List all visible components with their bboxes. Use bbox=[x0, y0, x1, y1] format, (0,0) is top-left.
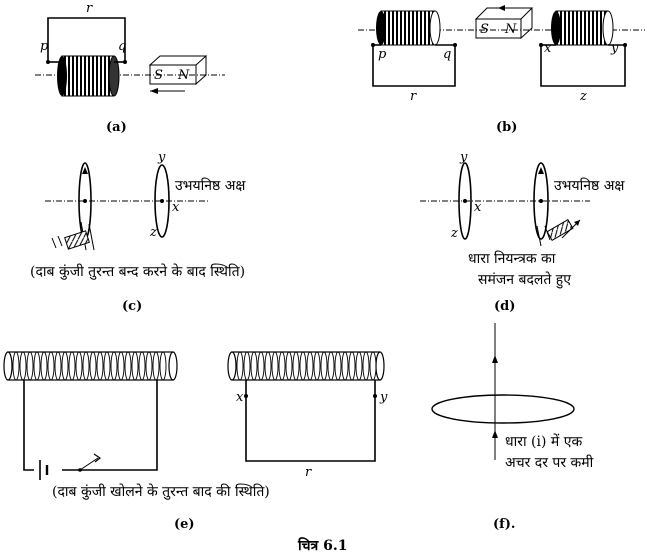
solenoid-turn bbox=[257, 351, 265, 381]
solenoid-turn bbox=[306, 351, 314, 381]
solenoid-turn bbox=[327, 351, 335, 381]
solenoid-e-left bbox=[3, 351, 178, 381]
label-a-n: N bbox=[177, 68, 190, 83]
label-b-s: S bbox=[480, 22, 489, 37]
caption-c: (c) bbox=[122, 299, 142, 314]
solenoid-turn bbox=[341, 351, 349, 381]
solenoid-turn bbox=[103, 351, 111, 381]
label-b-n: N bbox=[504, 22, 517, 37]
solenoid-e-right bbox=[227, 351, 385, 381]
solenoid-turn bbox=[75, 351, 83, 381]
solenoid-turn bbox=[313, 351, 321, 381]
solenoid-turn bbox=[33, 351, 41, 381]
key-c bbox=[51, 230, 90, 250]
label-d-axis: उभयनिष्ठ अक्ष bbox=[554, 177, 625, 194]
label-b-z: z bbox=[579, 89, 587, 104]
loop-c-right bbox=[154, 164, 170, 238]
label-a-q: q bbox=[118, 39, 126, 54]
solenoid-turn bbox=[131, 351, 139, 381]
panel-a: r p q S N (a) bbox=[35, 1, 225, 135]
label-b-q: q bbox=[443, 47, 451, 62]
label-b-p: p bbox=[378, 47, 387, 62]
caption-a: (a) bbox=[106, 120, 127, 135]
solenoid-turn bbox=[152, 351, 160, 381]
solenoid-turn bbox=[355, 351, 363, 381]
solenoid-turn bbox=[12, 351, 20, 381]
solenoid-turn bbox=[82, 351, 90, 381]
solenoid-turn bbox=[271, 351, 279, 381]
solenoid-turn bbox=[299, 351, 307, 381]
label-e-r: r bbox=[305, 465, 312, 480]
caption-d: (d) bbox=[494, 299, 515, 314]
solenoid-turn bbox=[348, 351, 356, 381]
label-a-p: p bbox=[40, 39, 49, 54]
solenoid-turn bbox=[19, 351, 27, 381]
panel-e: x y r (दाब कुंजी खोलने के तुरन्त बाद की … bbox=[3, 351, 388, 532]
solenoid-turn bbox=[54, 351, 62, 381]
panel-f: धारा (i) में एक अचर दर पर कमी (f). bbox=[431, 323, 594, 532]
solenoid-turn bbox=[138, 351, 146, 381]
coil-b-left bbox=[376, 10, 441, 46]
label-b-r: r bbox=[410, 89, 417, 104]
label-d-y: y bbox=[459, 150, 468, 165]
solenoid-turn bbox=[40, 351, 48, 381]
solenoid-turn bbox=[278, 351, 286, 381]
loop-f bbox=[431, 394, 575, 424]
caption-b: (b) bbox=[496, 120, 517, 135]
label-a-s: S bbox=[154, 68, 163, 83]
note-e: (दाब कुंजी खोलने के तुरन्त बाद की स्थिति… bbox=[52, 483, 270, 500]
solenoid-turn bbox=[362, 351, 370, 381]
figure-title: चित्र 6.1 bbox=[297, 537, 347, 554]
label-c-axis: उभयनिष्ठ अक्ष bbox=[175, 177, 246, 194]
solenoid-turn bbox=[369, 351, 377, 381]
solenoid-turn bbox=[320, 351, 328, 381]
note-c: (दाब कुंजी तुरन्त बन्द करने के बाद स्थित… bbox=[30, 263, 245, 280]
solenoid-turn bbox=[334, 351, 342, 381]
magnet-a bbox=[148, 55, 208, 86]
solenoid-turn bbox=[47, 351, 55, 381]
solenoid-turn bbox=[159, 351, 167, 381]
solenoid-turn bbox=[243, 351, 251, 381]
label-a-r: r bbox=[86, 1, 93, 16]
solenoid-turn bbox=[250, 351, 258, 381]
solenoid-turn bbox=[96, 351, 104, 381]
caption-f: (f). bbox=[493, 517, 515, 532]
coil-b-right bbox=[551, 10, 614, 46]
loop-d-left bbox=[458, 162, 472, 240]
panel-d: y x z उभयनिष्ठ अक्ष धारा नियन्त्रक का सम… bbox=[420, 150, 625, 314]
solenoid-turn bbox=[26, 351, 34, 381]
solenoid-turn bbox=[61, 351, 69, 381]
solenoid-turn bbox=[124, 351, 132, 381]
label-c-x: x bbox=[172, 200, 180, 215]
note-d-line1: धारा नियन्त्रक का bbox=[468, 250, 556, 267]
note-f-line1: धारा (i) में एक bbox=[505, 433, 582, 450]
solenoid-turn bbox=[145, 351, 153, 381]
solenoid-turn bbox=[68, 351, 76, 381]
coil-a bbox=[57, 55, 120, 97]
solenoid-turn bbox=[292, 351, 300, 381]
solenoid-turn bbox=[264, 351, 272, 381]
label-c-y: y bbox=[157, 150, 166, 165]
label-e-y: y bbox=[379, 390, 388, 405]
solenoid-turn bbox=[110, 351, 118, 381]
solenoid-turn bbox=[117, 351, 125, 381]
caption-e: (e) bbox=[174, 517, 195, 532]
panel-c: y x z उभयनिष्ठ अक्ष (दाब कुंजी तुरन्त बन… bbox=[30, 150, 246, 314]
label-d-z: z bbox=[450, 226, 458, 241]
solenoid-turn bbox=[285, 351, 293, 381]
solenoid-turn bbox=[236, 351, 244, 381]
panel-b: S N p q x y r z (b) bbox=[358, 5, 645, 135]
magnet-b bbox=[474, 7, 534, 40]
loop-d-right bbox=[533, 162, 549, 240]
label-e-x: x bbox=[236, 390, 244, 405]
rheostat-d bbox=[546, 218, 581, 242]
note-d-line2: समंजन बदलते हुए bbox=[478, 271, 571, 289]
label-d-x: x bbox=[474, 200, 482, 215]
label-c-z: z bbox=[149, 225, 157, 240]
solenoid-turn bbox=[89, 351, 97, 381]
note-f-line2: अचर दर पर कमी bbox=[505, 454, 594, 471]
label-b-x: x bbox=[544, 41, 552, 56]
label-b-y: y bbox=[610, 41, 619, 56]
